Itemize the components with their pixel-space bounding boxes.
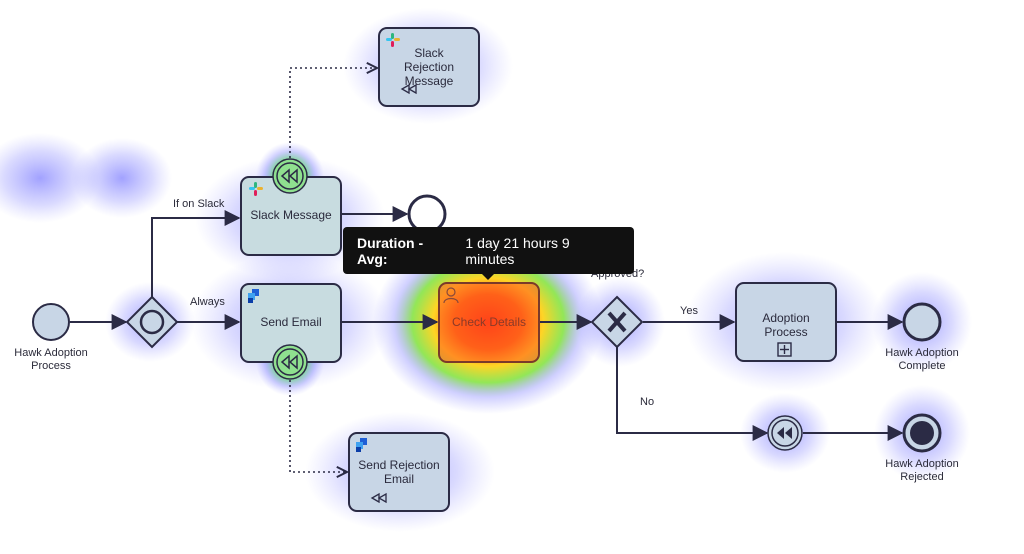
compensation-boundary-event-email[interactable] xyxy=(272,344,308,380)
duration-tooltip: Duration - Avg: 1 day 21 hours 9 minutes xyxy=(343,227,634,274)
end-event-rejected-icon[interactable] xyxy=(902,413,942,453)
user-task-icon xyxy=(443,287,459,304)
slack-rejection-label: Slack Rejection Message xyxy=(403,46,455,88)
start-event-label: Hawk Adoption Process xyxy=(14,347,88,372)
end-complete-label: Hawk Adoption Complete xyxy=(885,347,959,372)
flow-label-yes: Yes xyxy=(680,305,698,317)
flow-label-no: No xyxy=(640,396,655,408)
association-flows xyxy=(289,68,377,472)
subprocess-plus-icon xyxy=(777,342,792,357)
email-service-icon xyxy=(356,438,367,452)
slack-message-label: Slack Message xyxy=(250,208,332,222)
tooltip-value: 1 day 21 hours 9 minutes xyxy=(465,234,570,267)
start-event-icon[interactable] xyxy=(32,303,70,341)
adoption-process-subprocess[interactable] xyxy=(735,282,837,362)
adoption-process-label: Adoption Process xyxy=(762,311,810,339)
flow-label-always: Always xyxy=(190,296,225,308)
check-details-label: Check Details xyxy=(451,315,527,329)
compensation-marker-icon xyxy=(370,492,387,504)
compensation-marker-icon xyxy=(400,83,417,95)
exclusive-gateway-icon[interactable] xyxy=(590,295,644,349)
end-event-complete-icon[interactable] xyxy=(902,302,942,342)
end-rejected-label: Hawk Adoption Rejected xyxy=(885,458,959,483)
compensation-boundary-event-slack[interactable] xyxy=(272,158,308,194)
email-service-icon xyxy=(248,289,259,303)
tooltip-arrow xyxy=(481,273,495,280)
send-rejection-email-label: Send Rejection Email xyxy=(358,458,440,486)
flow-label-if-on-slack: If on Slack xyxy=(173,198,225,210)
inclusive-gateway-icon[interactable] xyxy=(125,295,179,349)
slack-icon xyxy=(386,33,400,47)
sequence-flows xyxy=(70,206,904,441)
compensation-throw-icon[interactable] xyxy=(767,415,803,451)
slack-icon xyxy=(249,182,263,196)
send-rejection-email-task[interactable] xyxy=(348,432,450,512)
slack-rejection-task[interactable] xyxy=(378,27,480,107)
send-email-label: Send Email xyxy=(260,315,322,329)
check-details-task[interactable] xyxy=(438,282,540,363)
tooltip-key: Duration - Avg: xyxy=(357,234,424,267)
